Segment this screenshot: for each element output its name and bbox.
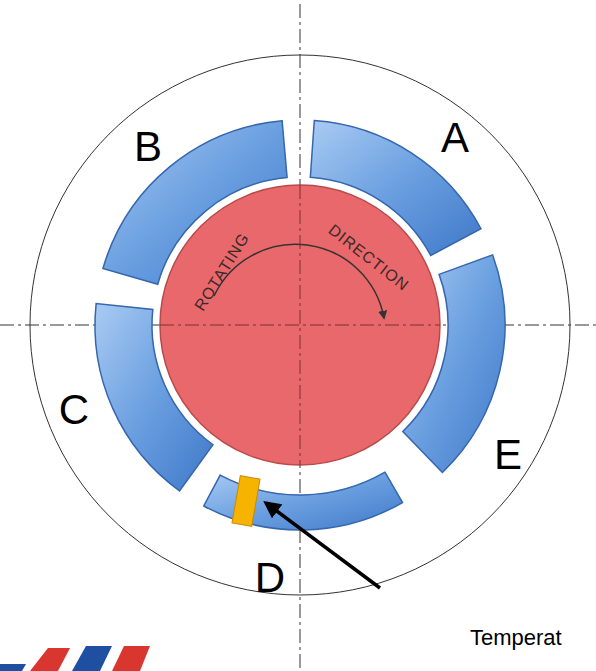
center-line: [300, 4, 301, 671]
center-line: [0, 325, 596, 326]
center-line: [160, 325, 440, 326]
pad-letter: D: [255, 557, 285, 599]
temperature-sensor: [232, 476, 260, 527]
pad-letter: C: [59, 389, 89, 431]
shaft: [160, 185, 440, 465]
center-line: [300, 185, 301, 465]
pad-letter: E: [494, 434, 522, 476]
pad-letter: B: [134, 126, 162, 168]
bearing-pad: [204, 472, 403, 530]
logo-fragment: [0, 646, 150, 671]
pad-group: [95, 120, 505, 530]
pad-letter: A: [441, 117, 469, 159]
sensor-label: Temperat: [470, 627, 562, 649]
